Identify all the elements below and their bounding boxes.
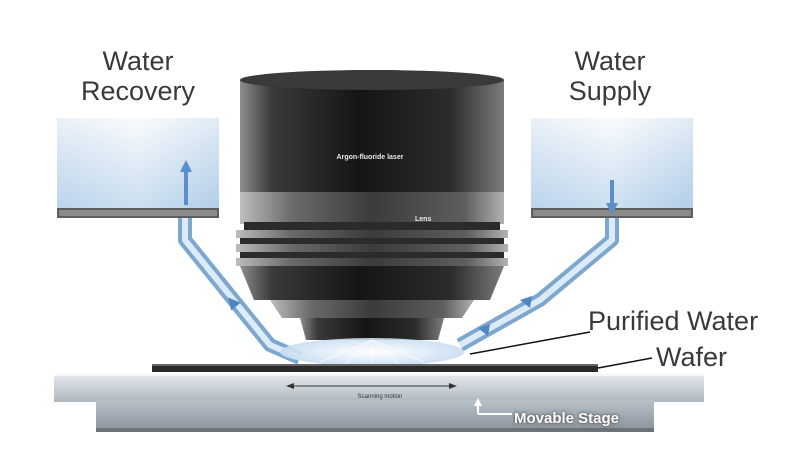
water-recovery-label-line2: Recovery [80, 76, 196, 106]
wafer [152, 364, 598, 372]
movable-stage-label: Movable Stage [514, 410, 620, 427]
water-supply-label: Water Supply [530, 46, 690, 106]
purified-water-leader [469, 331, 591, 355]
purified-water-label: Purified Water [588, 306, 759, 336]
water-recovery-tank [57, 118, 219, 218]
laser-label: Argon-fluoride laser [336, 154, 404, 161]
scanning-motion-label: Scanning motion [357, 394, 403, 400]
wafer-leader [597, 357, 653, 369]
lens-label: Lens [415, 216, 432, 223]
water-recovery-label: Water Recovery [58, 46, 218, 106]
pipe-flow-arrow-left2-icon [478, 324, 490, 336]
movable-stage [54, 374, 704, 402]
stage-leader [474, 398, 512, 415]
up-arrow-icon [180, 160, 192, 205]
water-recovery-label-line1: Water [102, 46, 174, 76]
pipe-flow-arrow-up-icon [228, 297, 241, 311]
water-supply-label-line2: Supply [568, 76, 652, 106]
wafer-label: Wafer [656, 342, 728, 372]
double-arrow-icon [286, 383, 457, 389]
lens-column [236, 70, 508, 340]
down-arrow-icon [606, 180, 618, 215]
pipe-flow-arrow-left-icon [520, 296, 532, 308]
water-supply-label-line1: Water [574, 46, 646, 76]
